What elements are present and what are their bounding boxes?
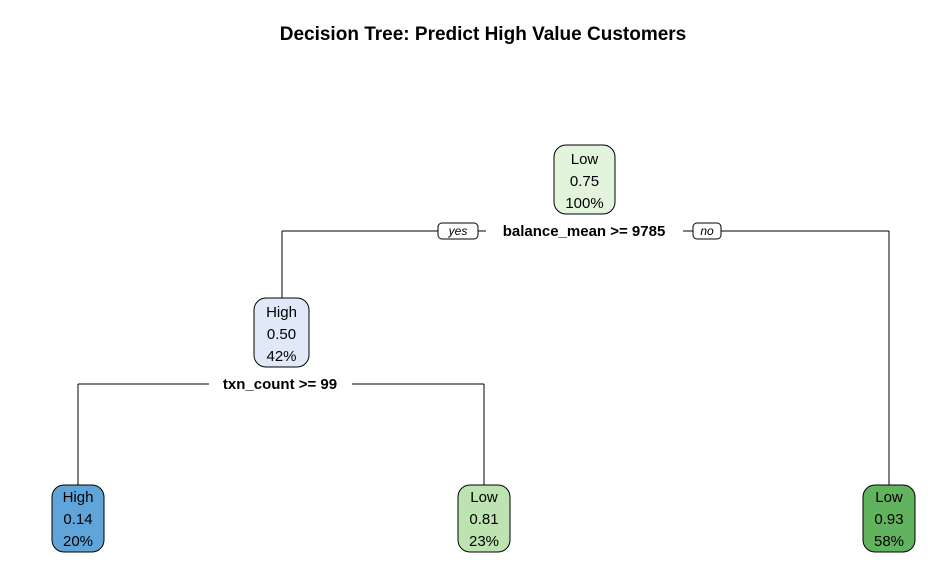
node-box	[51, 484, 105, 553]
node-box	[553, 144, 616, 215]
node-probability: 0.75	[570, 173, 599, 190]
tree-node-left: High 0.50 42%	[253, 297, 310, 368]
node-class-label: High	[63, 489, 94, 506]
node-probability: 0.50	[267, 326, 296, 343]
node-box	[253, 297, 310, 368]
node-percent: 20%	[63, 533, 93, 550]
node-percent: 58%	[874, 533, 904, 550]
tree-node-left-right: Low 0.81 23%	[457, 484, 511, 553]
no-tag	[692, 222, 722, 240]
node-probability: 0.14	[63, 511, 92, 528]
node-percent: 42%	[266, 348, 296, 365]
node-class-label: Low	[875, 489, 903, 506]
root-split-rule: balance_mean >= 9785	[503, 223, 666, 240]
node-percent: 100%	[565, 195, 603, 212]
node-box	[457, 484, 511, 553]
node-probability: 0.93	[874, 511, 903, 528]
diagram-title: Decision Tree: Predict High Value Custom…	[280, 24, 687, 45]
tree-node-root: Low 0.75 100%	[553, 144, 616, 215]
yes-label: yes	[448, 224, 468, 238]
yes-tag	[437, 222, 479, 240]
no-label: no	[700, 224, 714, 238]
node-class-label: Low	[470, 489, 498, 506]
node-class-label: High	[266, 304, 297, 321]
node-percent: 23%	[469, 533, 499, 550]
node-probability: 0.81	[469, 511, 498, 528]
left-split-rule: txn_count >= 99	[223, 376, 337, 393]
tree-node-left-left: High 0.14 20%	[51, 484, 105, 553]
tree-node-right: Low 0.93 58%	[862, 484, 916, 553]
node-class-label: Low	[571, 151, 599, 168]
node-box	[862, 484, 916, 553]
